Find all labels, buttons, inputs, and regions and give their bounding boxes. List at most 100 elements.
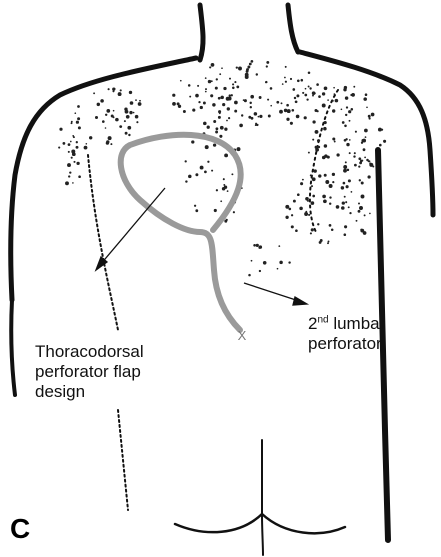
stipple-dot — [292, 109, 295, 112]
stipple-dot — [210, 94, 213, 97]
stipple-dot — [139, 100, 141, 102]
stipple-dot — [222, 187, 226, 191]
stipple-dot — [89, 136, 92, 139]
stipple-dot — [383, 140, 386, 143]
stipple-dot — [279, 110, 283, 114]
stipple-dot — [180, 80, 182, 82]
stipple-dot — [290, 122, 293, 125]
stipple-dot — [341, 108, 343, 110]
stipple-dot — [308, 72, 311, 75]
stipple-dot — [302, 92, 304, 94]
stipple-dot — [345, 114, 347, 116]
stipple-dot — [250, 106, 252, 108]
left-flank-line — [118, 410, 128, 510]
stipple-dot — [270, 105, 272, 107]
stipple-dot — [128, 134, 130, 136]
stipple-dot — [135, 115, 139, 119]
stipple-dot — [213, 143, 216, 146]
stipple-dot — [114, 88, 116, 90]
stipple-dot — [224, 220, 227, 223]
stipple-dot — [76, 146, 79, 149]
stipple-dot — [226, 120, 228, 122]
left-arm-line — [11, 300, 15, 395]
stipple-dot — [74, 112, 76, 114]
stipple-dot — [349, 120, 351, 122]
stipple-dot — [178, 105, 181, 108]
stipple-dot — [364, 214, 366, 216]
stipple-dot — [78, 126, 81, 129]
stipple-dot — [372, 166, 374, 168]
stipple-dot — [317, 139, 320, 142]
stipple-dot — [349, 152, 351, 154]
stipple-dot — [343, 165, 347, 169]
stipple-dot — [213, 120, 216, 123]
stipple-dot — [200, 106, 203, 109]
lumbar-arrow — [244, 283, 302, 302]
stipple-dot — [336, 205, 340, 209]
stipple-dot — [253, 244, 256, 247]
buttock-cleft-line — [175, 514, 345, 533]
stipple-dot — [329, 224, 332, 227]
stipple-dot — [290, 78, 292, 80]
stipple-dot — [70, 141, 72, 143]
stipple-dot — [216, 189, 218, 191]
stipple-dot — [112, 116, 114, 118]
stipple-dot — [231, 173, 233, 175]
stipple-dot — [224, 128, 227, 131]
stipple-dot — [120, 89, 122, 91]
stipple-dot — [78, 175, 81, 178]
stipple-dot — [344, 86, 347, 89]
stipple-dot — [124, 107, 127, 110]
stipple-dot — [219, 112, 221, 114]
stipple-dot — [324, 86, 328, 90]
body-outline — [11, 5, 433, 555]
stipple-dot — [365, 93, 368, 96]
stipple-dot — [305, 88, 307, 90]
stipple-dot — [309, 87, 311, 89]
stipple-dot — [282, 83, 284, 85]
stipple-dot — [251, 60, 254, 63]
stipple-dot — [345, 161, 347, 163]
stipple-dot — [118, 92, 122, 96]
stipple-dot — [325, 180, 329, 184]
stipple-dot — [223, 87, 226, 90]
stipple-dot — [239, 124, 243, 128]
stipple-dot — [324, 174, 327, 177]
stipple-dot — [333, 87, 335, 89]
stipple-dot — [366, 106, 368, 108]
stipple-dot — [297, 79, 300, 82]
stipple-dot — [266, 61, 269, 64]
stipple-dot — [259, 115, 262, 118]
stipple-dot — [198, 101, 200, 103]
stipple-dot — [219, 73, 221, 75]
stipple-dot — [358, 202, 360, 204]
stipple-dot — [305, 211, 307, 213]
stipple-dot — [130, 101, 134, 105]
stipple-dot — [336, 153, 339, 156]
stipple-dot — [205, 91, 207, 93]
stipple-dot — [207, 126, 210, 129]
stipple-dot — [368, 115, 371, 118]
stipple-dot — [312, 139, 314, 141]
stipple-dot — [317, 223, 319, 225]
stipple-dot — [268, 115, 271, 118]
panel-letter: C — [10, 513, 30, 545]
stipple-dot — [129, 91, 132, 94]
stipple-dot — [250, 95, 254, 99]
stipple-dot — [317, 110, 319, 112]
stipple-dot — [93, 92, 95, 94]
stipple-dot — [266, 65, 268, 67]
stipple-dot — [369, 213, 371, 215]
stipple-dot — [359, 206, 363, 210]
stipple-dot — [248, 116, 251, 119]
stipple-dot — [218, 116, 221, 119]
stipple-dot — [267, 99, 269, 101]
stipple-dot — [63, 142, 66, 145]
stipple-dot — [302, 179, 304, 181]
stipple-dot — [245, 73, 249, 77]
stipple-dot — [322, 156, 326, 160]
stipple-dot — [331, 229, 334, 232]
stipple-dot — [351, 191, 353, 193]
stipple-dot — [185, 180, 187, 182]
stipple-dot — [361, 182, 364, 185]
